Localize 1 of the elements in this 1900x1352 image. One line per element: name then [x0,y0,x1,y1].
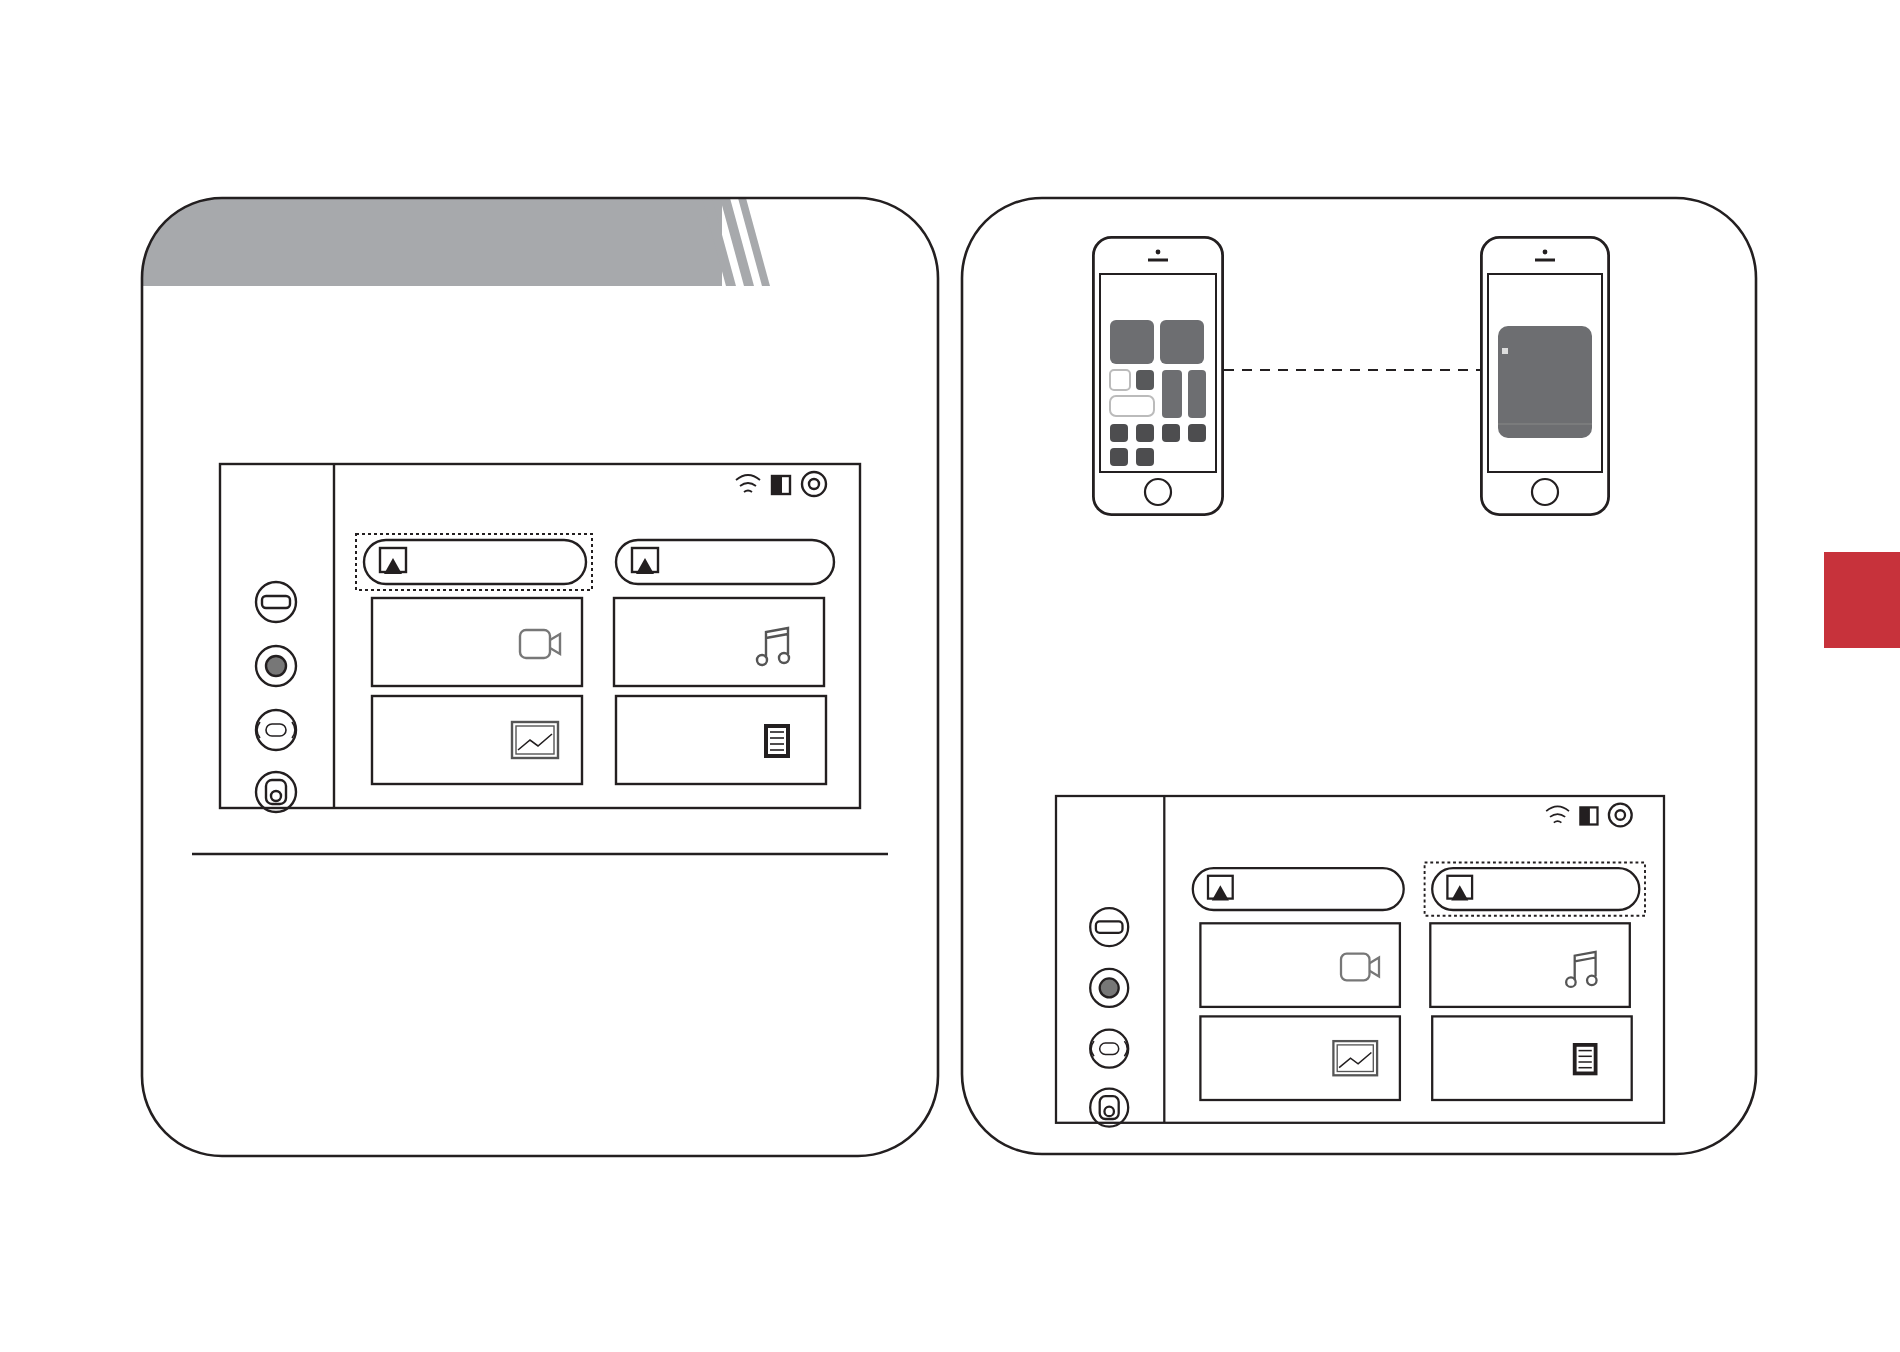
connector-line [1223,369,1481,371]
